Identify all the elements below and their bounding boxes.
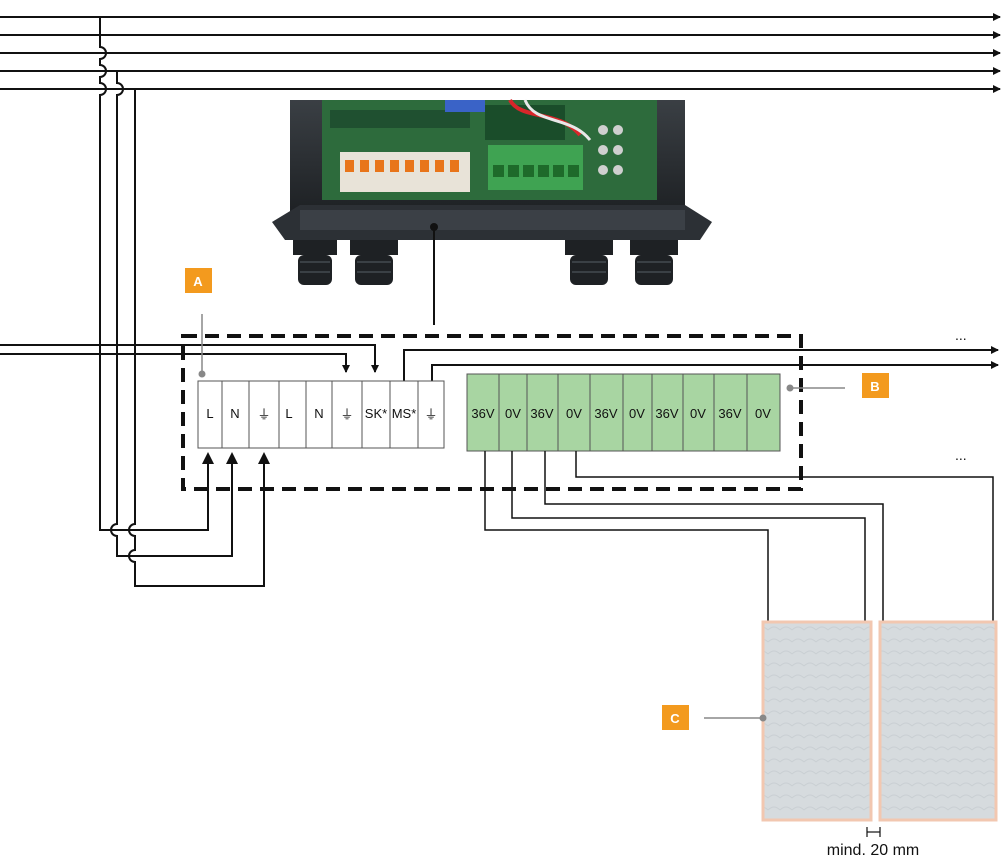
top-bus-lines <box>0 13 1001 93</box>
heating-panel <box>878 620 998 822</box>
ground-symbol-icon: ⏚ <box>340 407 353 422</box>
badge-b: B <box>786 373 889 398</box>
panel-wires <box>484 451 994 625</box>
terminal-b-label: 0V <box>629 406 645 421</box>
badge-c: C <box>662 705 767 730</box>
box-pointer <box>430 223 438 325</box>
terminal-b-label: 36V <box>655 406 678 421</box>
ground-symbol-icon: ⏚ <box>257 407 270 422</box>
terminal-a-label: N <box>230 406 239 421</box>
gap-dimension-label: mind. 20 mm <box>827 842 919 859</box>
terminal-b-label: 36V <box>594 406 617 421</box>
terminal-a-label: SK* <box>365 406 387 421</box>
ground-symbol-icon: ⏚ <box>424 407 437 422</box>
terminal-b-label: 0V <box>566 406 582 421</box>
control-box-image <box>272 98 712 285</box>
terminal-a-label: L <box>285 406 292 421</box>
feed-wires <box>99 17 265 587</box>
mid-bus-lines <box>0 344 999 381</box>
terminal-block-a: L N ⏚ L N ⏚ SK* MS* ⏚ <box>197 380 445 449</box>
svg-text:B: B <box>870 379 879 394</box>
badge-a: A <box>185 268 212 378</box>
terminal-b-label: 0V <box>505 406 521 421</box>
svg-text:A: A <box>193 274 203 289</box>
svg-text:C: C <box>670 711 680 726</box>
arrow-up-icon <box>258 452 270 464</box>
gap-dimension: mind. 20 mm <box>827 827 919 859</box>
heating-panel <box>761 620 873 822</box>
terminal-a-label: L <box>206 406 213 421</box>
up-arrows <box>202 452 270 464</box>
terminal-block-b: 36V 0V 36V 0V 36V 0V 36V 0V 36V 0V <box>466 373 781 452</box>
continuation-mark-right: ... <box>955 447 967 463</box>
terminal-b-label: 0V <box>690 406 706 421</box>
terminal-b-label: 0V <box>755 406 771 421</box>
terminal-b-label: 36V <box>471 406 494 421</box>
arrow-up-icon <box>226 452 238 464</box>
terminal-a-label: MS* <box>392 406 417 421</box>
heating-panels <box>761 620 998 822</box>
terminal-frame <box>181 334 803 491</box>
terminal-a-label: N <box>314 406 323 421</box>
arrow-up-icon <box>202 452 214 464</box>
terminal-b-label: 36V <box>718 406 741 421</box>
terminal-b-label: 36V <box>530 406 553 421</box>
continuation-mark-top: ... <box>955 327 967 343</box>
